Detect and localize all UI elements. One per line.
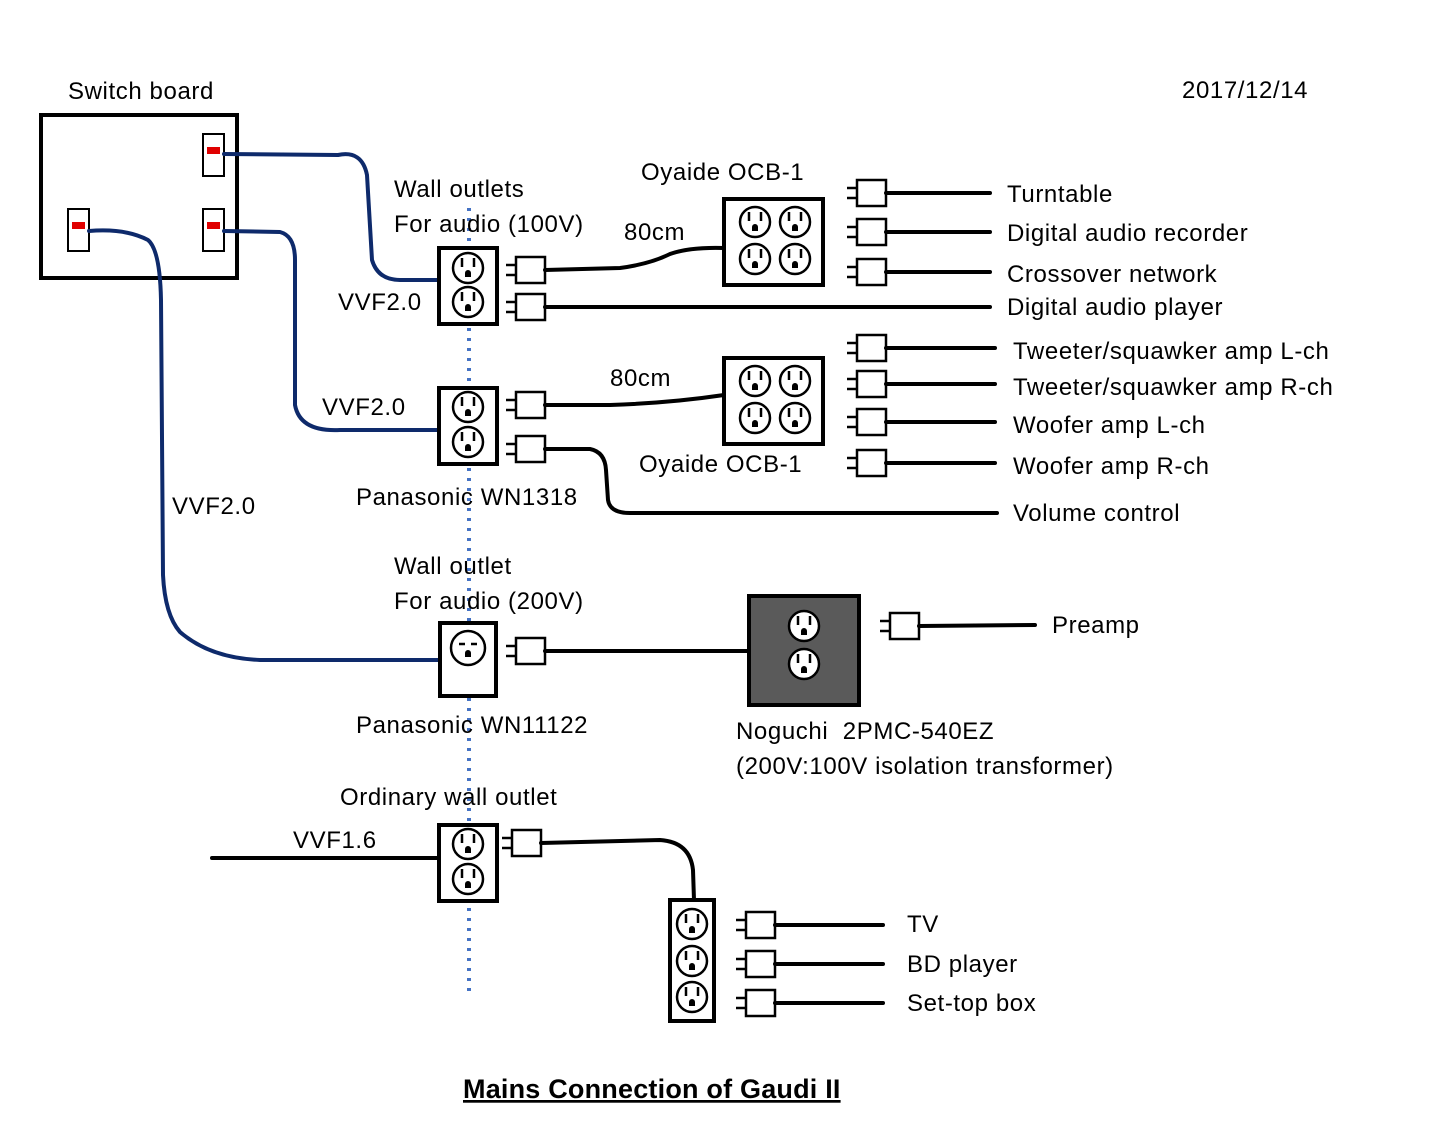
plug-icon (504, 636, 547, 666)
outlet-200v-model: Panasonic WN11122 (356, 712, 588, 739)
cable-label-middle: VVF2.0 (322, 394, 406, 421)
feed-wire-left (87, 228, 442, 662)
cable-to-tap (539, 838, 696, 902)
plug-icon (845, 217, 888, 247)
outlet-200v-label-line2: For audio (200V) (394, 588, 584, 615)
device-tweeter-amp-r: Tweeter/squawker amp R-ch (1013, 374, 1333, 401)
plug-icon (845, 448, 888, 478)
device-woofer-amp-l: Woofer amp L-ch (1013, 412, 1206, 439)
cable-label-left: VVF2.0 (172, 493, 256, 520)
device-bd-player: BD player (907, 951, 1018, 978)
cable-label-top: VVF2.0 (338, 289, 422, 316)
transformer-label-line2: (200V:100V isolation transformer) (736, 753, 1114, 780)
ocb-bottom-label: Oyaide OCB-1 (639, 451, 802, 478)
plug-icon (504, 255, 547, 285)
device-digital-audio-player: Digital audio player (1007, 294, 1223, 321)
isolation-transformer (747, 594, 861, 707)
date-label: 2017/12/14 (1182, 77, 1308, 104)
wall-outlet-100v-upper (437, 246, 499, 326)
triple-tap (668, 898, 716, 1023)
device-digital-audio-recorder: Digital audio recorder (1007, 220, 1248, 247)
cable-label-ordinary: VVF1.6 (293, 827, 377, 854)
plug-icon (734, 910, 777, 940)
plug-icon (878, 611, 921, 641)
transformer-label-line1: Noguchi 2PMC-540EZ (736, 718, 994, 745)
cable-to-volume-control (543, 447, 999, 515)
breaker-middle-right (202, 208, 225, 252)
device-preamp: Preamp (1052, 612, 1140, 639)
device-tv: TV (907, 911, 939, 938)
device-volume-control: Volume control (1013, 500, 1180, 527)
outlet-200v-label-line1: Wall outlet (394, 553, 512, 580)
plug-icon (504, 292, 547, 322)
plug-icon (845, 257, 888, 287)
switch-board-label: Switch board (68, 78, 214, 105)
outlet-100v-label-line2: For audio (100V) (394, 211, 584, 238)
plug-icon (845, 333, 888, 363)
diagram-title: Mains Connection of Gaudi II (463, 1074, 841, 1104)
wall-outlet-ordinary (437, 823, 499, 903)
feed-wire-top (222, 152, 442, 282)
plug-icon (504, 390, 547, 420)
plug-icon (734, 949, 777, 979)
outlet-100v-model: Panasonic WN1318 (356, 484, 578, 511)
plug-icon (845, 369, 888, 399)
cable-to-ocb-bottom (543, 393, 726, 407)
cable-to-ocb-top (543, 245, 726, 272)
plug-icon (734, 988, 777, 1018)
device-woofer-amp-r: Woofer amp R-ch (1013, 453, 1210, 480)
plug-icon (500, 828, 543, 858)
device-set-top-box: Set-top box (907, 990, 1036, 1017)
device-turntable: Turntable (1007, 181, 1113, 208)
ocb-top-label: Oyaide OCB-1 (641, 159, 804, 186)
outlet-ordinary-label: Ordinary wall outlet (340, 784, 557, 811)
device-crossover-network: Crossover network (1007, 261, 1218, 288)
feed-wire-middle (222, 229, 442, 433)
length-label-top: 80cm (624, 219, 685, 246)
plug-icon (845, 178, 888, 208)
plug-icon (504, 434, 547, 464)
wall-outlet-100v-lower (437, 386, 499, 466)
ocb-top-strip (722, 197, 825, 287)
breaker-top-right (202, 133, 225, 177)
device-tweeter-amp-l: Tweeter/squawker amp L-ch (1013, 338, 1329, 365)
cable-preamp (917, 623, 1037, 628)
length-label-middle: 80cm (610, 365, 671, 392)
ocb-bottom-strip (722, 356, 825, 446)
breaker-left (67, 208, 90, 252)
wall-outlet-200v (438, 621, 498, 698)
plug-icon (845, 407, 888, 437)
outlet-100v-label-line1: Wall outlets (394, 176, 524, 203)
